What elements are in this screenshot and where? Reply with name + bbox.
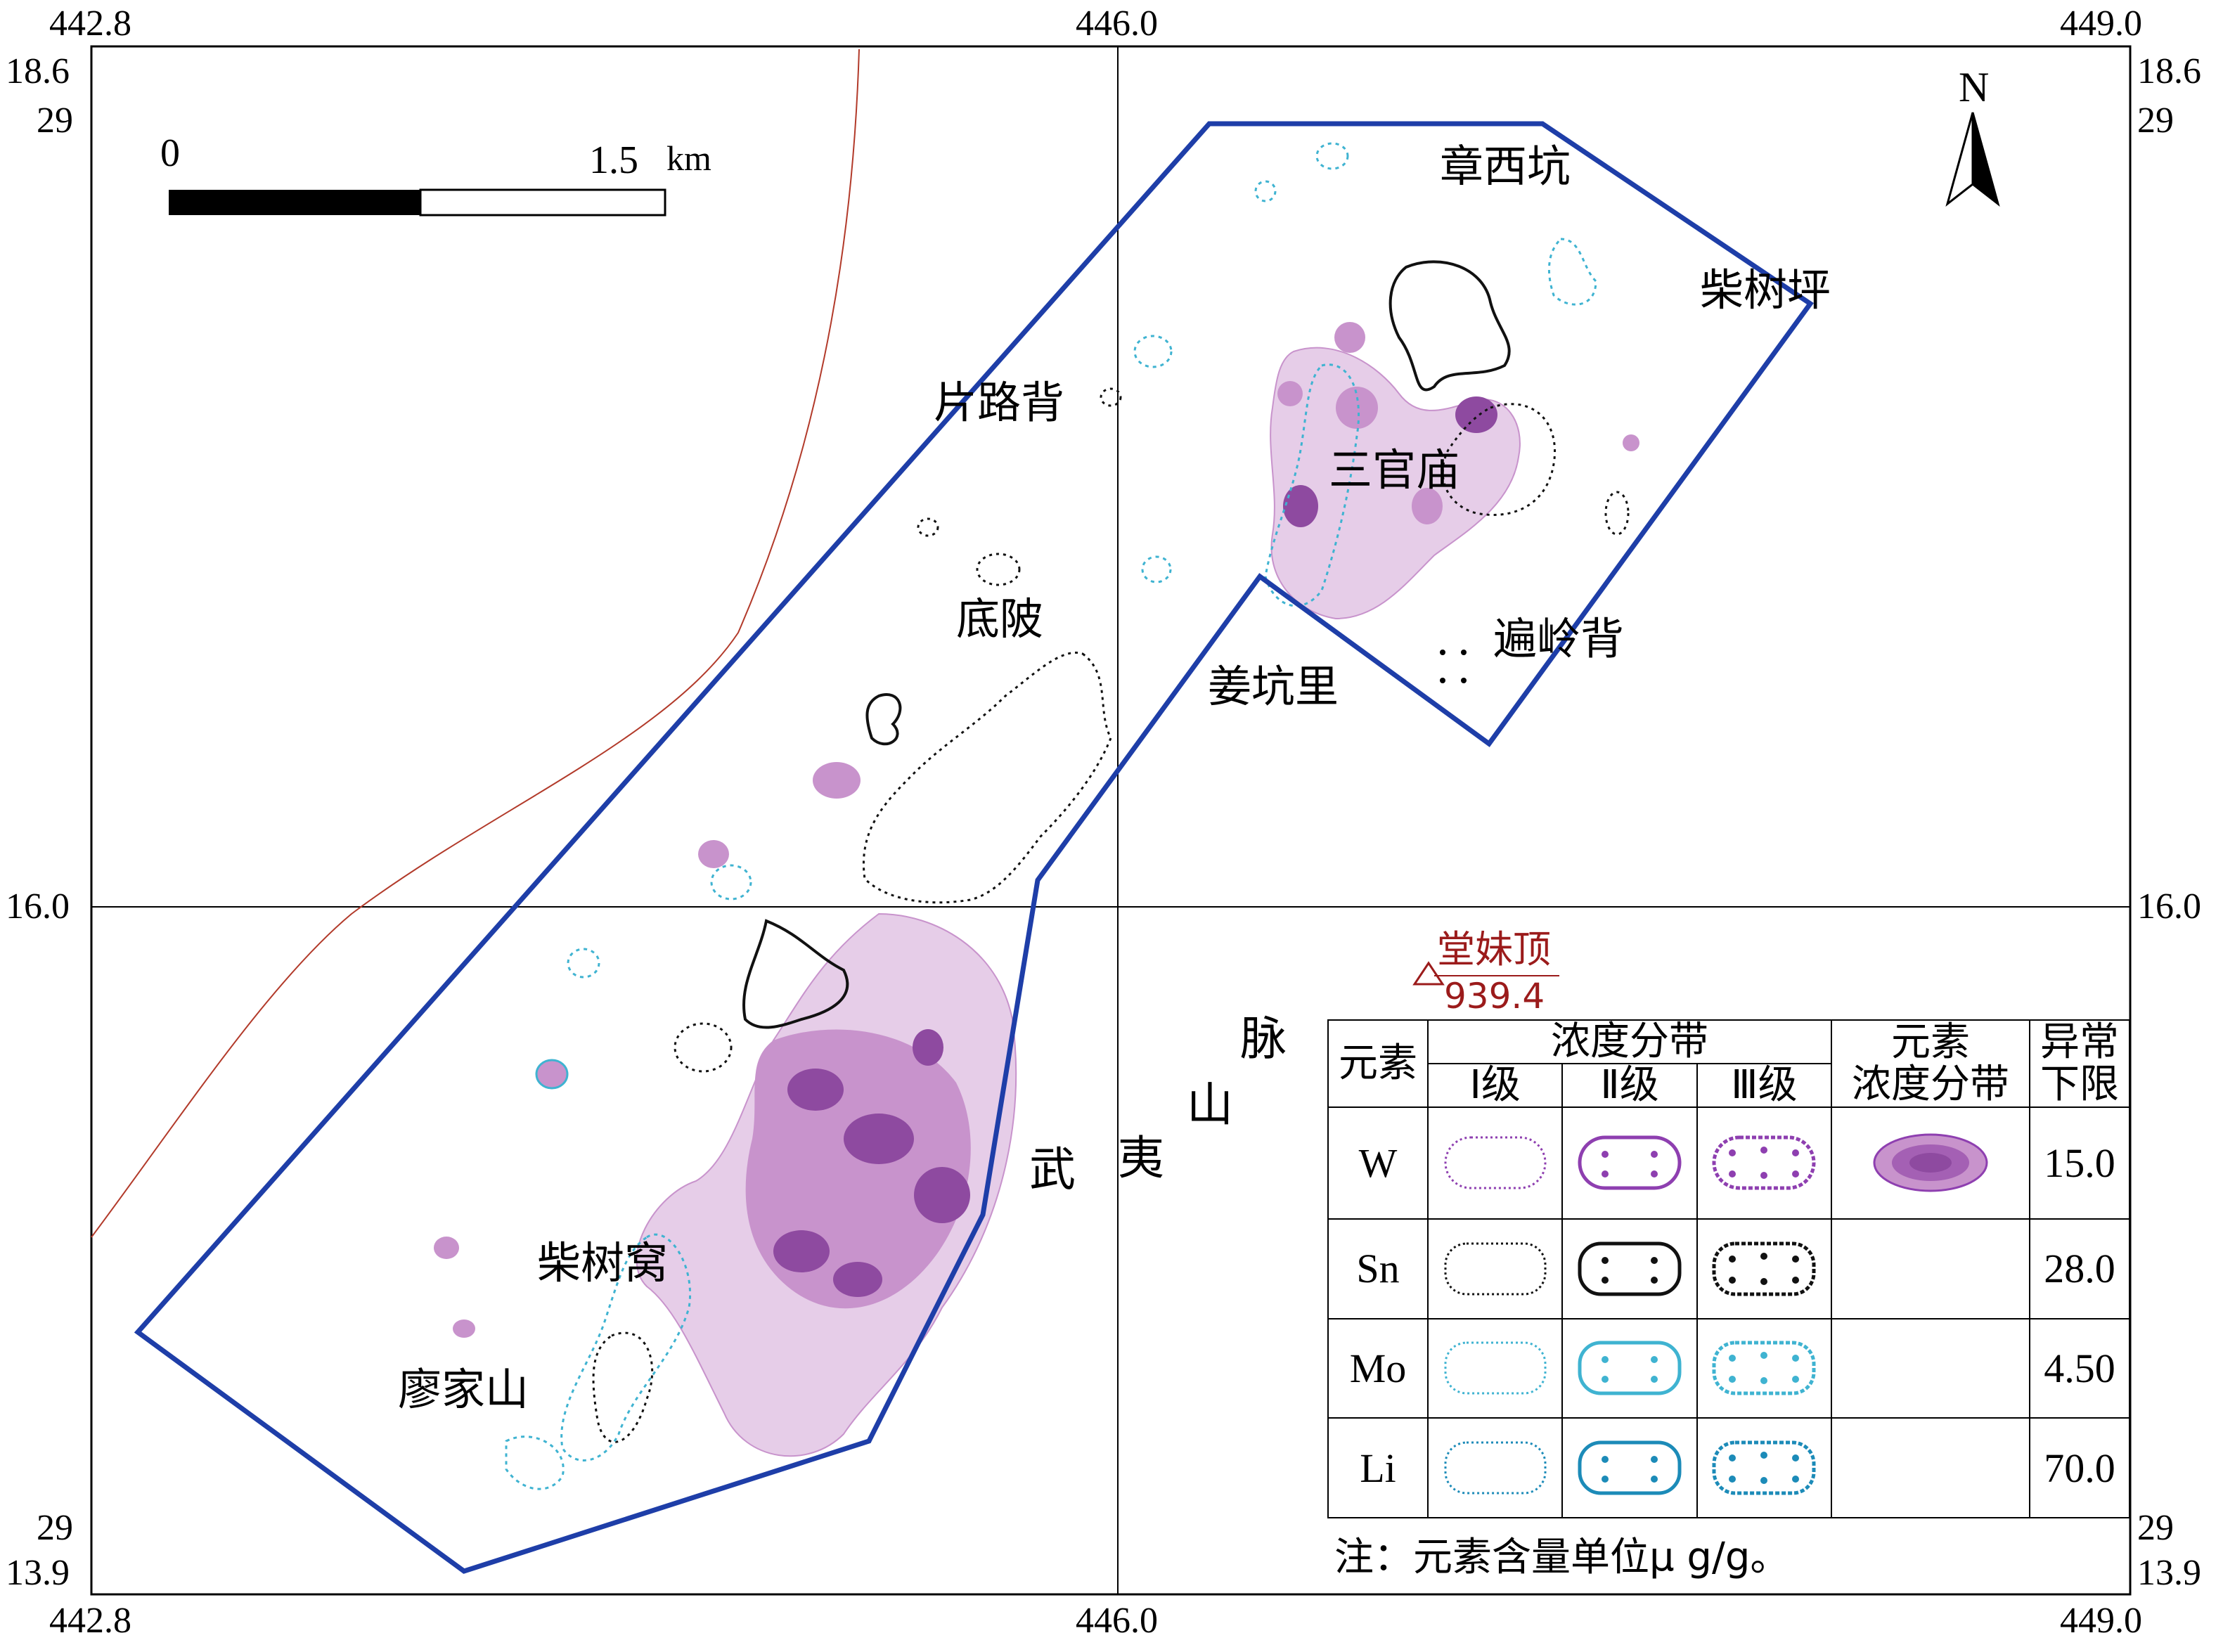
legend-mo-element-zoning <box>1831 1317 2030 1419</box>
legend-table: 元素 浓度分带 元素 浓度分带 异常 下限 Ⅰ级 Ⅱ级 Ⅲ级 W 15.0 Sn <box>1327 1019 2130 1518</box>
coord-bottom-left: 442.8 <box>49 1601 131 1641</box>
legend-w-zone-ii <box>1561 1106 1698 1220</box>
legend-header-threshold-2: 下限 <box>2040 1061 2119 1107</box>
legend-element-mo: Mo <box>1327 1317 1429 1419</box>
scale-label-zero: 0 <box>160 131 180 175</box>
place-zhangxikeng: 章西坑 <box>1440 141 1571 192</box>
legend-w-zone-iii <box>1696 1106 1833 1220</box>
legend-header-threshold-1: 异常 <box>2040 1019 2119 1065</box>
legend-li-element-zoning <box>1831 1417 2030 1518</box>
peak-name: 堂妹顶 <box>1437 927 1551 972</box>
legend-sn-element-zoning <box>1831 1218 2030 1319</box>
mo-li-anomaly-contours <box>505 142 1597 1490</box>
range-char-2: 夷 <box>1118 1131 1164 1185</box>
legend-sn-zone-iii <box>1696 1218 1833 1319</box>
legend-li-zone-ii <box>1561 1417 1698 1518</box>
coord-right-top-1: 18.6 <box>2137 51 2201 91</box>
legend-threshold-li: 70.0 <box>2029 1417 2130 1518</box>
coord-right-bot-1: 29 <box>2137 1508 2174 1548</box>
coord-left-bot-2: 13.9 <box>6 1553 70 1593</box>
range-char-3: 山 <box>1187 1078 1233 1132</box>
legend-w-zone-i <box>1426 1106 1564 1220</box>
coord-top-right: 449.0 <box>2060 4 2142 44</box>
coord-left-top-2: 29 <box>37 101 73 141</box>
legend-mo-zone-ii <box>1561 1317 1698 1419</box>
range-char-1: 武 <box>1029 1142 1076 1196</box>
place-liaojiashan: 廖家山 <box>398 1364 529 1415</box>
legend-element-w: W <box>1327 1106 1429 1220</box>
place-jiangkengli: 姜坑里 <box>1208 661 1339 712</box>
legend-header-zoning: 浓度分带 <box>1427 1019 1832 1064</box>
legend-mo-zone-iii <box>1696 1317 1833 1419</box>
study-area-boundary <box>134 121 1814 1574</box>
place-diling: 底陂 <box>956 593 1044 645</box>
legend-threshold-mo: 4.50 <box>2029 1317 2130 1419</box>
legend-note: 注：元素含量单位μ g/g。 <box>1334 1535 1790 1580</box>
scale-unit: km <box>666 138 711 178</box>
scale-label-max: 1.5 <box>589 138 638 182</box>
coord-bottom-right: 449.0 <box>2060 1601 2142 1641</box>
river-line <box>91 49 860 1238</box>
legend-threshold-w: 15.0 <box>2029 1106 2130 1220</box>
legend-header-zoning-i: Ⅰ级 <box>1426 1063 1564 1108</box>
place-sanguanmiao: 三官庙 <box>1329 444 1460 496</box>
coord-right-bot-2: 13.9 <box>2137 1553 2201 1593</box>
coord-top-left: 442.8 <box>49 4 131 44</box>
place-bianlingbei: 遍岭背 <box>1493 613 1625 664</box>
coord-top-mid: 446.0 <box>1076 4 1158 44</box>
scale-bar-empty <box>419 188 666 217</box>
legend-row-sn: Sn 28.0 <box>1327 1218 2130 1319</box>
north-label: N <box>1959 64 1990 110</box>
legend-element-sn: Sn <box>1327 1218 1429 1319</box>
legend-header-element: 元素 <box>1327 1019 1429 1108</box>
legend-row-li: Li 70.0 <box>1327 1417 2130 1518</box>
legend-row-w: W 15.0 <box>1327 1106 2130 1220</box>
legend-header-element-zoning-1: 元素 <box>1891 1019 1970 1065</box>
legend-element-li: Li <box>1327 1417 1429 1518</box>
legend-header-element-zoning: 元素 浓度分带 <box>1831 1019 2030 1108</box>
point-markers <box>1440 650 1467 683</box>
legend-row-mo: Mo 4.50 <box>1327 1317 2130 1419</box>
legend-sn-zone-ii <box>1561 1218 1698 1319</box>
legend-threshold-sn: 28.0 <box>2029 1218 2130 1319</box>
place-chaishuping: 柴树坪 <box>1700 264 1831 316</box>
legend-w-element-zoning <box>1831 1106 2030 1220</box>
scale-bar-filled <box>169 190 420 215</box>
coord-left-top-1: 18.6 <box>6 51 70 91</box>
w-anomaly-zones <box>434 322 1639 1457</box>
legend-sn-zone-i <box>1426 1218 1564 1319</box>
legend-li-zone-iii <box>1696 1417 1833 1518</box>
legend-li-zone-i <box>1426 1417 1564 1518</box>
north-arrow-icon <box>1945 112 2000 207</box>
legend-header-zoning-iii: Ⅲ级 <box>1696 1063 1833 1108</box>
sn-anomaly-contours <box>592 260 1630 1443</box>
coord-left-bot-1: 29 <box>37 1508 73 1548</box>
legend: 元素 浓度分带 元素 浓度分带 异常 下限 Ⅰ级 Ⅱ级 Ⅲ级 W 15.0 Sn <box>1327 1019 2130 1518</box>
peak-triangle-icon <box>1412 961 1445 986</box>
coord-right-mid: 16.0 <box>2137 886 2201 927</box>
coord-left-mid: 16.0 <box>6 886 70 927</box>
legend-header-zoning-ii: Ⅱ级 <box>1561 1063 1698 1108</box>
peak-elevation: 939.4 <box>1444 976 1545 1017</box>
map-frame <box>90 45 2132 1596</box>
coord-right-top-2: 29 <box>2137 101 2174 141</box>
legend-mo-zone-i <box>1426 1317 1564 1419</box>
range-char-4: 脉 <box>1240 1012 1287 1066</box>
legend-header-threshold: 异常 下限 <box>2029 1019 2130 1108</box>
place-pianlubei: 片路背 <box>934 377 1065 428</box>
legend-header-element-zoning-2: 浓度分带 <box>1852 1061 2009 1107</box>
coord-bottom-mid: 446.0 <box>1076 1601 1158 1641</box>
place-chaishuwo: 柴树窝 <box>537 1237 669 1289</box>
